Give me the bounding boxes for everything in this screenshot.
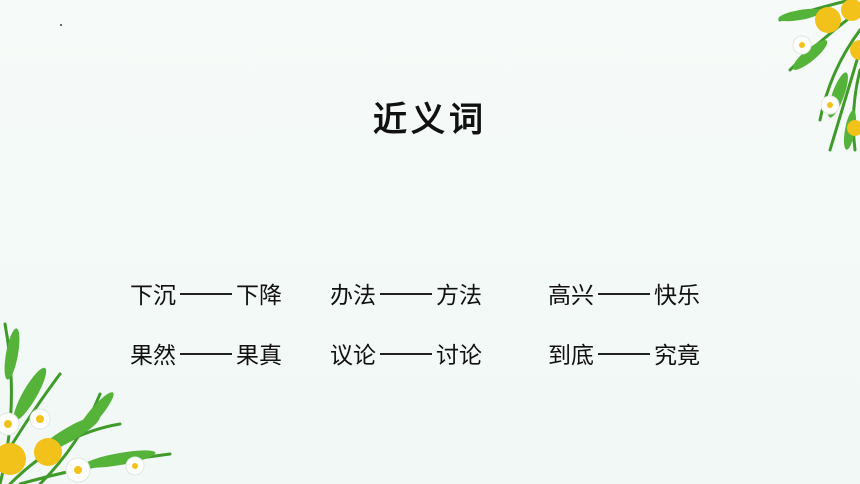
word-right: 快乐 [654, 283, 700, 309]
word-left: 到底 [548, 343, 594, 369]
word-left: 办法 [330, 283, 376, 309]
word-right: 究竟 [654, 343, 700, 369]
synonym-pair: 到底 究竟 [548, 336, 748, 370]
flower-decoration-bottom-left-icon [0, 322, 172, 484]
dash-separator [380, 353, 432, 355]
flower-decoration-top-right-icon [778, 0, 860, 152]
synonym-pair: 高兴 快乐 [548, 276, 748, 310]
dash-separator [380, 293, 432, 295]
dash-separator [180, 353, 232, 355]
dash-separator [180, 293, 232, 295]
synonym-pair: 果然 果真 [130, 336, 330, 370]
page-title: 近义词 [373, 100, 487, 140]
word-left: 高兴 [548, 283, 594, 309]
corner-dot [60, 24, 62, 26]
word-right: 下降 [236, 283, 282, 309]
synonym-pair: 议论 讨论 [330, 336, 548, 370]
dash-separator [598, 293, 650, 295]
synonym-pairs: 下沉 下降 办法 方法 高兴 快乐 果然 果真 议论 讨论 到底 究竟 [130, 276, 748, 370]
word-right: 果真 [236, 343, 282, 369]
word-left: 果然 [130, 343, 176, 369]
dash-separator [598, 353, 650, 355]
word-left: 议论 [330, 343, 376, 369]
synonym-pair: 办法 方法 [330, 276, 548, 310]
word-right: 讨论 [436, 343, 482, 369]
word-right: 方法 [436, 283, 482, 309]
synonym-pair: 下沉 下降 [130, 276, 330, 310]
word-left: 下沉 [130, 283, 176, 309]
